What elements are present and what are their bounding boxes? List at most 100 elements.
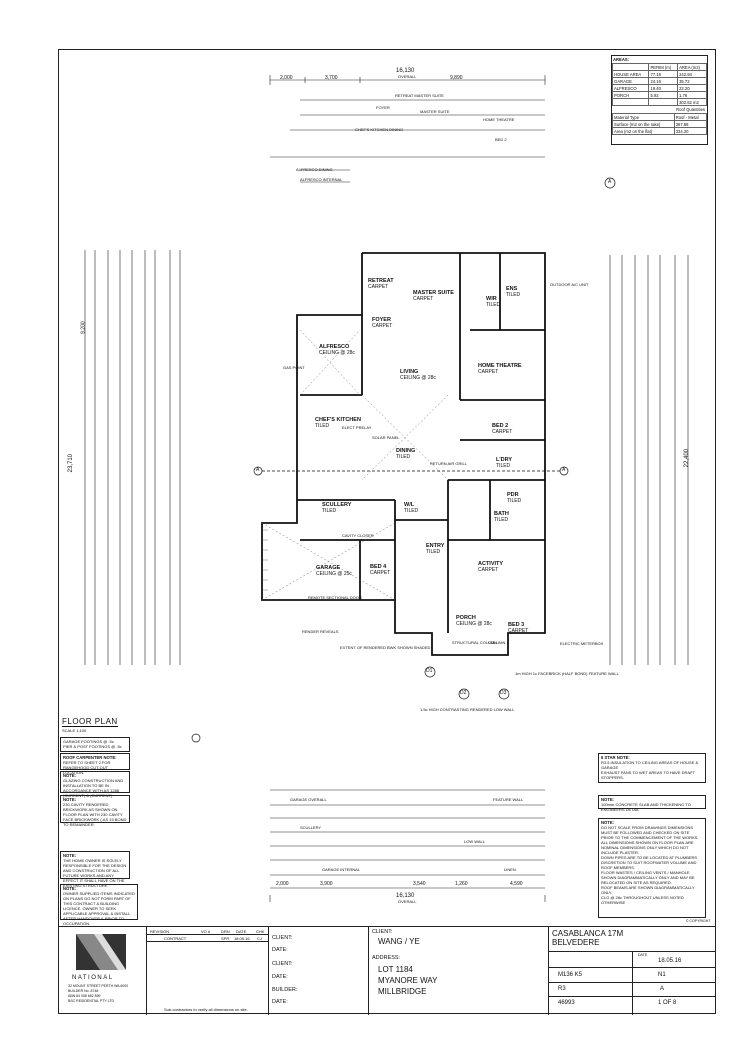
room-finish: CARPET	[413, 295, 434, 302]
client-label: CLIENT:	[372, 929, 393, 935]
room-ens: ENS TILED	[506, 286, 520, 298]
room-finish: TILED	[494, 516, 509, 523]
dim-bottom-5: 4,590	[510, 881, 523, 887]
roof-cell: 334.20	[673, 127, 708, 135]
signoff-date-3: DATE:	[272, 999, 288, 1005]
label-top-theatre: HOME THEATRE	[483, 117, 515, 122]
facade-name: BELVEDERE	[552, 938, 600, 947]
note-footings: GARAGE FOOTINGS @ .5c PIER & POST FOOTIN…	[60, 737, 130, 752]
note-text: 100mm CONCRETE SLAB AND THICKENING TO EN…	[601, 802, 691, 813]
rev-header-chk: CHK	[256, 929, 265, 934]
note-general: NOTE: DO NOT SCALE FROM DRAWINGS DIMENSI…	[598, 818, 706, 918]
signoff-client-2: CLIENT:	[272, 961, 293, 967]
label-top-alfresco-int: ALFRESCO INTERNAL	[300, 177, 343, 182]
elevation-marker-left: A	[256, 467, 260, 473]
note-text: 230 CAVITY RENDERED BRICKWORK AS SHOWN O…	[63, 802, 127, 828]
room-porch: PORCH CEILING @ 28c	[456, 615, 492, 627]
room-foyer: FOYER CARPET	[372, 317, 392, 329]
note-brickwork: NOTE: 230 CAVITY RENDERED BRICKWORK AS S…	[60, 795, 130, 827]
annot-elect-prelay: ELECT PRELAY	[342, 425, 372, 430]
title-block: NATIONAL 32 MOUNT STREET PERTH WA 6000 B…	[58, 926, 716, 1015]
door-marker-d3: D3	[500, 690, 507, 696]
model-value: N1	[658, 972, 666, 978]
annot-remote-door: REMOTE SECTIONAL DOOR	[308, 595, 362, 600]
room-name: L'DRY	[496, 457, 513, 463]
copyright: © COPYRIGHT	[686, 919, 711, 923]
label-top-alfresco: ALFRESCO DINING	[296, 167, 333, 172]
room-bed-4: BED 4 CARPET	[370, 564, 391, 576]
label-top-retreat: RETREAT MASTER SUITE	[395, 93, 444, 98]
contract-drn: SPR	[221, 936, 230, 941]
note-roof-carpenter: ROOF CARPENTER NOTE: REFER TO SHEET 2 FO…	[60, 753, 130, 775]
annot-contrast-render: 1.5c HIGH CONTRASTING RENDERED LOW WALL	[420, 707, 515, 712]
room-finish: TILED	[396, 453, 411, 460]
note-title: NOTE:	[601, 820, 615, 825]
room-finish: CEILING @ 28c	[319, 349, 355, 356]
annot-outdoor-unit: OUTDOOR A/C UNIT	[550, 282, 589, 287]
room-garage: GARAGE CEILING @ 25c	[316, 565, 352, 577]
annot-gas-point: GAS POINT	[283, 365, 305, 370]
note-title: ROOF CARPENTER NOTE:	[63, 755, 117, 760]
annot-render-reveals: RENDER REVEALS	[302, 629, 339, 634]
room-finish: CEILING @ 25c	[316, 570, 352, 577]
note-title: NOTE:	[63, 886, 77, 891]
job-number: 46993	[558, 1000, 575, 1006]
project-vdivider	[632, 951, 633, 1015]
room-laundry: L'DRY TILED	[496, 457, 513, 469]
room-name: MASTER SUITE	[413, 290, 454, 296]
date-label: DATE	[638, 953, 648, 957]
address-label: ADDRESS:	[372, 955, 401, 961]
annot-solar-panel: SOLAR PANEL	[372, 435, 400, 440]
label-bottom-feature: FEATURE WALL	[493, 797, 524, 802]
roof-quantities-title: Roof Quantities	[676, 107, 705, 112]
room-finish: CARPET	[368, 283, 389, 290]
areas-title: AREAS:	[613, 57, 630, 62]
note-slab: NOTE: 100mm CONCRETE SLAB AND THICKENING…	[598, 795, 706, 813]
address-line-1: LOT 1184	[378, 965, 413, 974]
national-logo	[76, 934, 126, 970]
house-type: CASABLANCA 17M	[552, 929, 624, 938]
logo-word: NATIONAL	[72, 975, 114, 981]
areas-total: 302.62 m2	[677, 98, 707, 106]
signoff-builder: BUILDER:	[272, 987, 298, 993]
room-finish: CARPET	[370, 569, 391, 576]
note-text: GARAGE FOOTINGS @ .5c PIER & POST FOOTIN…	[63, 739, 122, 749]
room-name: ENTRY	[426, 543, 445, 549]
door-marker-d1: D1	[426, 668, 433, 674]
room-living: LIVING CEILING @ 28c	[400, 369, 436, 381]
room-dining: DINING TILED	[396, 448, 415, 460]
dim-bottom-3: 3,540	[413, 881, 426, 887]
floor-plan-title: FLOOR PLAN	[62, 717, 118, 728]
room-name: W/L	[404, 502, 415, 508]
dim-bottom-4: 1,260	[455, 881, 468, 887]
date-value: 18.05.16	[658, 958, 682, 964]
room-bed-2: BED 2 CARPET	[492, 423, 512, 435]
note-text: DO NOT SCALE FROM DRAWINGS DIMENSIONS MU…	[601, 825, 699, 906]
room-activity: ACTIVITY CARPET	[478, 561, 503, 573]
label-top-kitchen: CHEF'S KITCHEN DINING	[355, 127, 404, 132]
r-code: R3	[558, 986, 566, 992]
note-title: NOTE:	[63, 853, 77, 858]
room-name: PDR	[507, 492, 519, 498]
model-code: M136 K5	[558, 972, 583, 978]
note-6-star: 6 STAR NOTE: R3.5 INSULATION TO CEILING …	[598, 753, 706, 783]
annot-facebrick: 1m HIGH 1c FACEBRICK (HALF BOND) FEATURE…	[515, 671, 619, 676]
elevation-marker-top: A	[608, 179, 612, 185]
room-finish: CEILING @ 28c	[456, 620, 492, 627]
note-text: OWNER SUPPLIED ITEMS INDICATED ON PLANS …	[63, 891, 135, 927]
room-finish: TILED	[507, 497, 522, 504]
note-glazing: NOTE: GLAZING CONSTRUCTION AND INSTALLAT…	[60, 771, 130, 798]
client-value: WANG / YE	[378, 937, 420, 946]
room-alfresco: ALFRESCO CEILING @ 28c	[319, 344, 355, 356]
room-name: SCULLERY	[322, 502, 352, 508]
room-finish: TILED	[496, 462, 511, 469]
logo-panel: NATIONAL 32 MOUNT STREET PERTH WA 6000 B…	[58, 927, 147, 1015]
logo-address-1: 32 MOUNT STREET PERTH WA 6000	[68, 984, 129, 988]
label-bottom-low-wall: LOW WALL	[464, 839, 485, 844]
annot-cavity-closer: CAVITY CLOSER	[342, 533, 374, 538]
dim-right-overall: 22,400	[684, 448, 691, 468]
project-panel: CASABLANCA 17M BELVEDERE DATE 18.05.16 M…	[548, 927, 716, 1015]
